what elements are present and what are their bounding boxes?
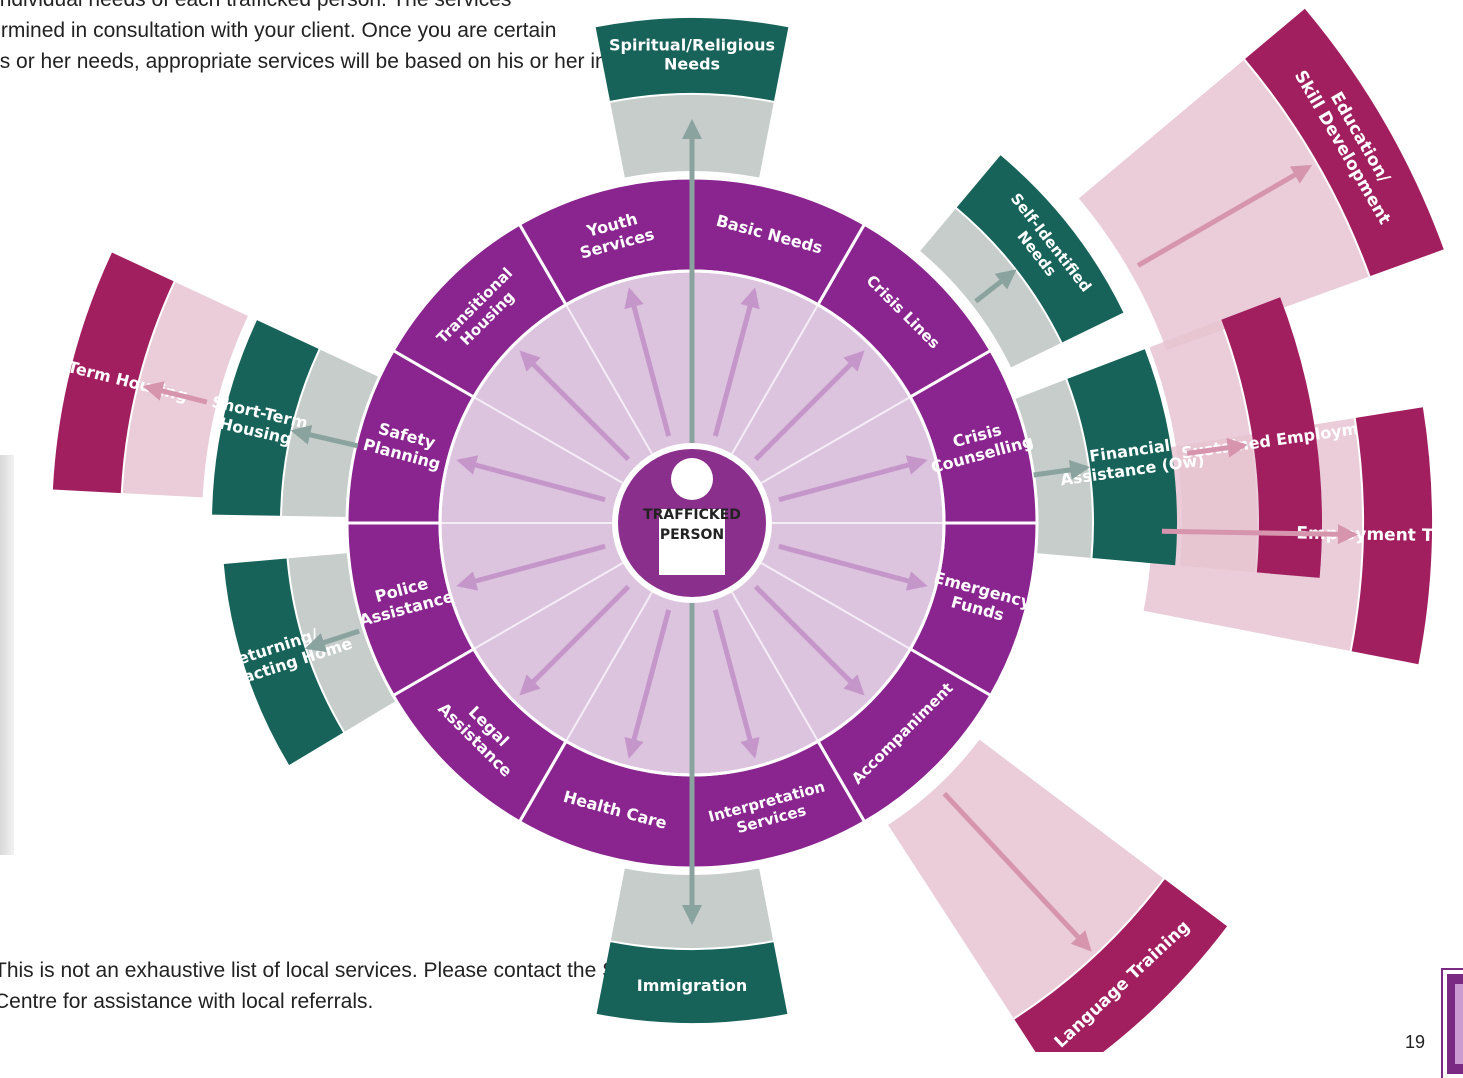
outer-service-magenta (1351, 407, 1433, 665)
intro-line-3: of his or her needs, appropriate service… (0, 50, 678, 73)
arrow-to-inner-service (624, 287, 672, 437)
disk-divider (473, 562, 624, 650)
outer-service-magenta (1014, 879, 1228, 1052)
disk-divider (731, 304, 819, 455)
arrow-to-inner-service (456, 543, 606, 591)
outer-green-label-line: Needs (664, 55, 720, 74)
page-logo (1443, 970, 1463, 1078)
outer-service-magenta (1245, 8, 1444, 277)
arrow-to-outer-service (1033, 459, 1091, 480)
disk-divider (473, 396, 624, 484)
arrow-to-inner-service (712, 287, 760, 437)
outer-green-label: Immigration (637, 976, 747, 995)
arrow-to-outer-service (290, 425, 359, 449)
arrow-to-secondary-service (1136, 164, 1313, 268)
outer-service-green (595, 18, 789, 101)
outer-service-magenta (52, 252, 174, 494)
outer-service-green (223, 558, 344, 766)
person-body-icon (659, 509, 725, 575)
footer-line-2: Centre for assistance with local referra… (0, 990, 374, 1013)
page-edge-shadow (0, 455, 14, 855)
outer-service-green (596, 942, 788, 1023)
outer-service-green (1067, 349, 1177, 566)
outer-green-label-line: Immigration (637, 976, 747, 995)
outer-service-boxes: Spiritual/ReligiousNeedsSelf-IdentifiedN… (19, 8, 1463, 1052)
person-head-icon (671, 458, 713, 500)
arrow-to-secondary-service (1161, 524, 1358, 545)
intro-line-1: the individual needs of each trafficked … (0, 0, 511, 15)
arrow-to-outer-service (304, 628, 360, 653)
disk-divider (760, 396, 911, 484)
outer-service-green (212, 320, 319, 516)
disk-divider (760, 562, 911, 650)
footer-line-1: This is not an exhaustive list of local … (0, 959, 740, 982)
outer-service-green (956, 155, 1124, 343)
disk-divider (565, 304, 653, 455)
intro-line-2: determined in consultation with your cli… (0, 19, 557, 42)
connector-band-pink (122, 282, 248, 498)
page-number: 19 (1405, 1032, 1426, 1052)
center-hub: TRAFFICKED PERSON (612, 443, 772, 603)
arrow-to-outer-service (974, 269, 1017, 304)
connector-band-grey (282, 349, 386, 518)
arrow-to-secondary-service (942, 791, 1092, 952)
services-wheel-diagram: Spiritual/ReligiousNeedsSelf-IdentifiedN… (19, 8, 1463, 1052)
service-arrows (142, 119, 1358, 952)
outer-service-magenta (1221, 297, 1322, 578)
arrow-to-inner-service (712, 609, 760, 759)
center-label-line-1: TRAFFICKED (643, 507, 741, 523)
arrow-to-inner-service (753, 584, 865, 696)
arrow-to-inner-service (624, 609, 672, 759)
arrow-to-inner-service (778, 455, 928, 503)
arrow-to-secondary-service (1186, 437, 1248, 458)
arrow-to-inner-service (753, 350, 865, 462)
connector-band-grey (1009, 379, 1092, 558)
arrow-to-inner-service (778, 543, 928, 591)
arrow-to-inner-service (519, 350, 631, 462)
center-label-line-2: PERSON (660, 527, 724, 543)
outer-green-label-line: Spiritual/Religious (609, 35, 775, 54)
connector-band-pink (1078, 60, 1369, 351)
disk-divider (731, 591, 819, 742)
connector-band-grey (288, 553, 397, 732)
arrow-to-inner-service (456, 455, 606, 503)
arrow-to-secondary-service (142, 381, 208, 405)
arrow-to-inner-service (519, 584, 631, 696)
disk-divider (565, 591, 653, 742)
